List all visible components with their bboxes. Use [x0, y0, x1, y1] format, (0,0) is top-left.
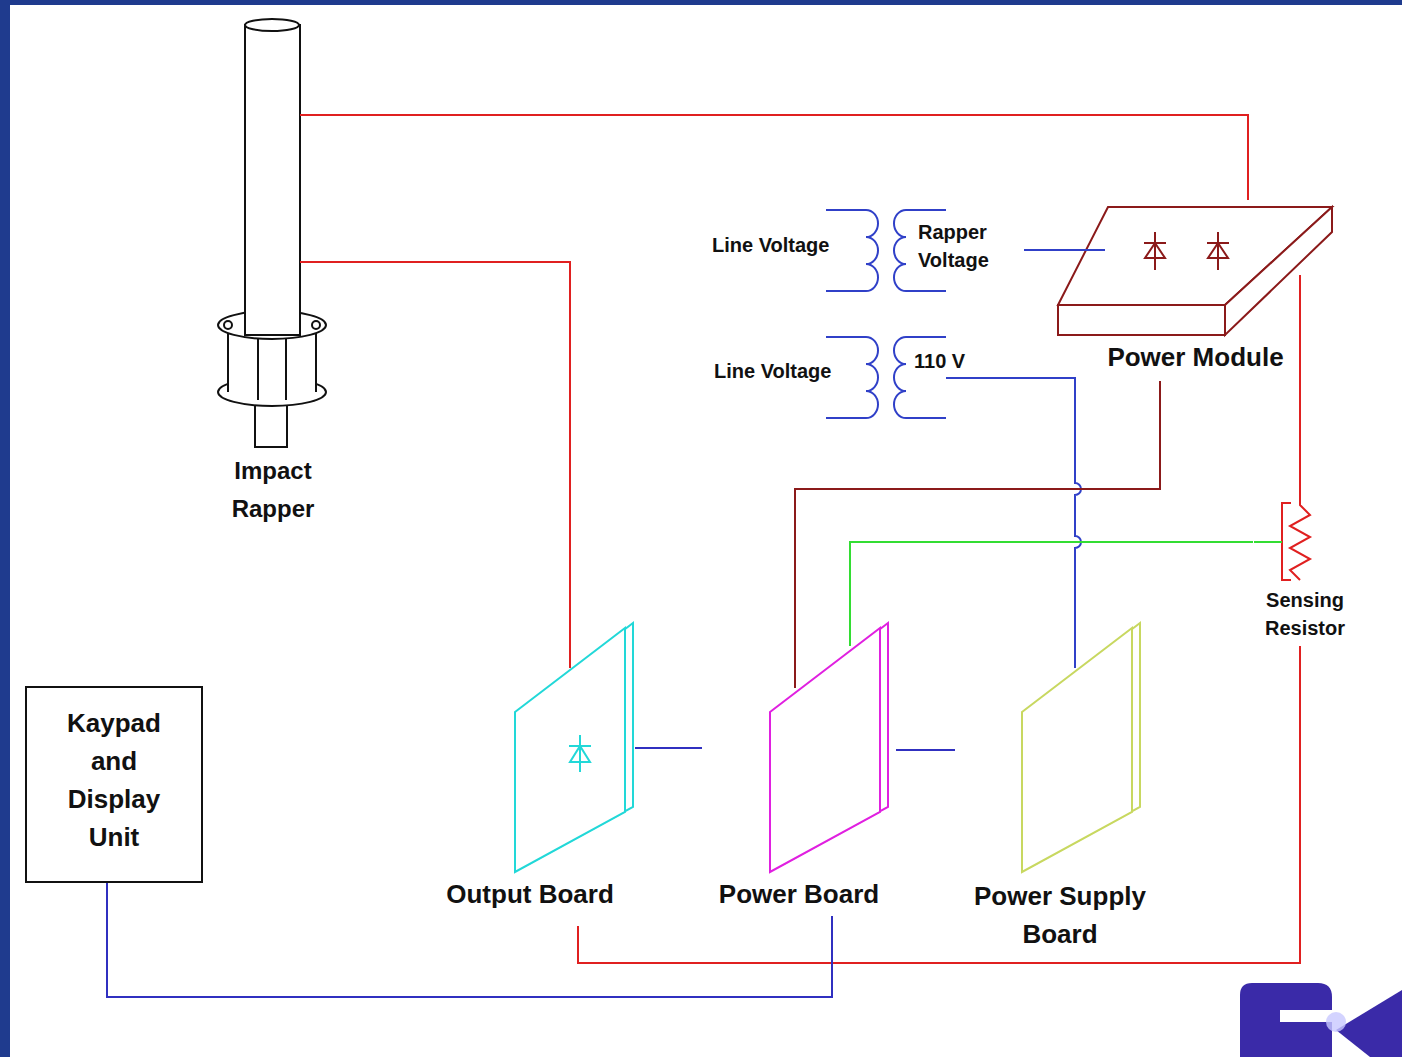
wire-connector [635, 747, 702, 749]
node-label: Kaypad and Display Unit [54, 704, 174, 856]
resistor-symbol [1282, 498, 1310, 580]
node-label: Power Module [1066, 340, 1326, 374]
wire-connector [1299, 381, 1301, 498]
node-label: Power Supply Board [958, 877, 1163, 953]
wire-connector [578, 646, 1300, 963]
voltage-label: 110 V [912, 350, 967, 373]
power-board-node: Power Board [702, 624, 896, 916]
power-board-illustration [770, 623, 888, 872]
voltage-label: Rapper Voltage [916, 218, 1024, 274]
rapper-illustration [218, 19, 326, 447]
voltage-label: Line Voltage [712, 360, 833, 383]
keypad-box: Kaypad and Display Unit [25, 686, 203, 883]
power-supply-board-illustration [1022, 623, 1140, 872]
resistor-node: Sensing Resistor [1253, 498, 1357, 646]
node-label: Impact Rapper [217, 452, 329, 528]
voltage-label: Line Voltage [710, 234, 831, 257]
frame-strip [0, 0, 1402, 5]
diode-symbol [1144, 232, 1229, 270]
power-module-slab [1058, 207, 1332, 335]
output-board-node: Output Board [425, 624, 635, 926]
wire-connector [896, 749, 955, 751]
rapper-node: Impact Rapper [215, 15, 331, 532]
wire-connector [850, 542, 1253, 624]
logo [1240, 983, 1402, 1057]
node-label: Output Board [428, 877, 633, 911]
node-label: Sensing Resistor [1255, 586, 1355, 642]
wire-connector [331, 115, 1248, 200]
output-board-illustration [515, 623, 633, 872]
power-module-node: Power Module [1058, 200, 1333, 381]
wire [300, 115, 1300, 688]
frame-strip [0, 0, 10, 1057]
power-supply-board-node: Power Supply Board [955, 624, 1165, 956]
node-label: Power Board [704, 877, 894, 911]
wire-connector [331, 262, 570, 624]
